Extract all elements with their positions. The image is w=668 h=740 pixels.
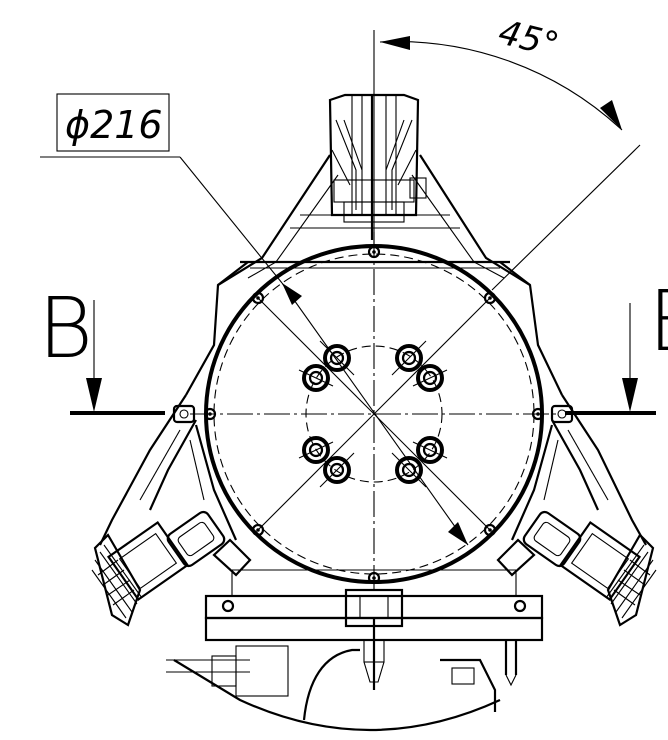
section-arrowhead-right	[622, 378, 638, 412]
section-arrowhead-left	[86, 378, 102, 412]
hex-nut	[391, 452, 427, 488]
rim-hole	[483, 291, 497, 305]
hex-nut	[298, 436, 334, 464]
bottom-left-block	[235, 645, 289, 697]
diameter-arrowhead-top	[282, 283, 302, 305]
rim-hole	[251, 523, 265, 537]
hex-nut	[319, 452, 355, 488]
angle-arrowhead-right	[600, 100, 622, 130]
hex-nut	[319, 340, 355, 376]
diagonal-centerline-2	[257, 297, 491, 531]
rim-hole	[531, 407, 545, 421]
left-arm-assembly	[91, 394, 252, 627]
rim-hole	[483, 523, 497, 537]
section-mark-left: B	[38, 279, 165, 415]
hex-nuts	[298, 340, 448, 488]
hex-nut	[298, 364, 334, 392]
section-mark-right: B	[565, 272, 668, 415]
main-disk	[190, 232, 560, 596]
bottom-arc	[166, 659, 501, 731]
hex-nut	[412, 364, 448, 392]
top-chute	[328, 93, 427, 240]
base-plate-top	[204, 594, 544, 620]
angle-label: 45°	[495, 12, 563, 65]
diameter-leader	[179, 156, 283, 284]
hex-nut	[391, 340, 427, 376]
angle-arrowhead-left	[380, 36, 410, 50]
section-letter-right: B	[648, 272, 668, 370]
rim-hole	[203, 407, 217, 421]
right-arm-assembly	[496, 394, 657, 627]
diameter-label: ϕ216	[65, 103, 163, 147]
diameter-dimension: ϕ216	[40, 93, 469, 546]
bottom-base	[204, 569, 544, 721]
diameter-label-box	[56, 93, 170, 152]
hex-nut	[412, 436, 448, 464]
angle-arc	[379, 41, 623, 131]
rim-hole	[367, 245, 381, 259]
rim-hole	[367, 571, 381, 585]
rim-hole	[251, 291, 265, 305]
angle-dimension: 45°	[373, 12, 641, 291]
angle-extension-line	[491, 144, 641, 291]
rim-holes	[203, 245, 545, 585]
diameter-arrowhead-bottom	[448, 522, 468, 545]
section-letter-left: B	[38, 279, 93, 377]
